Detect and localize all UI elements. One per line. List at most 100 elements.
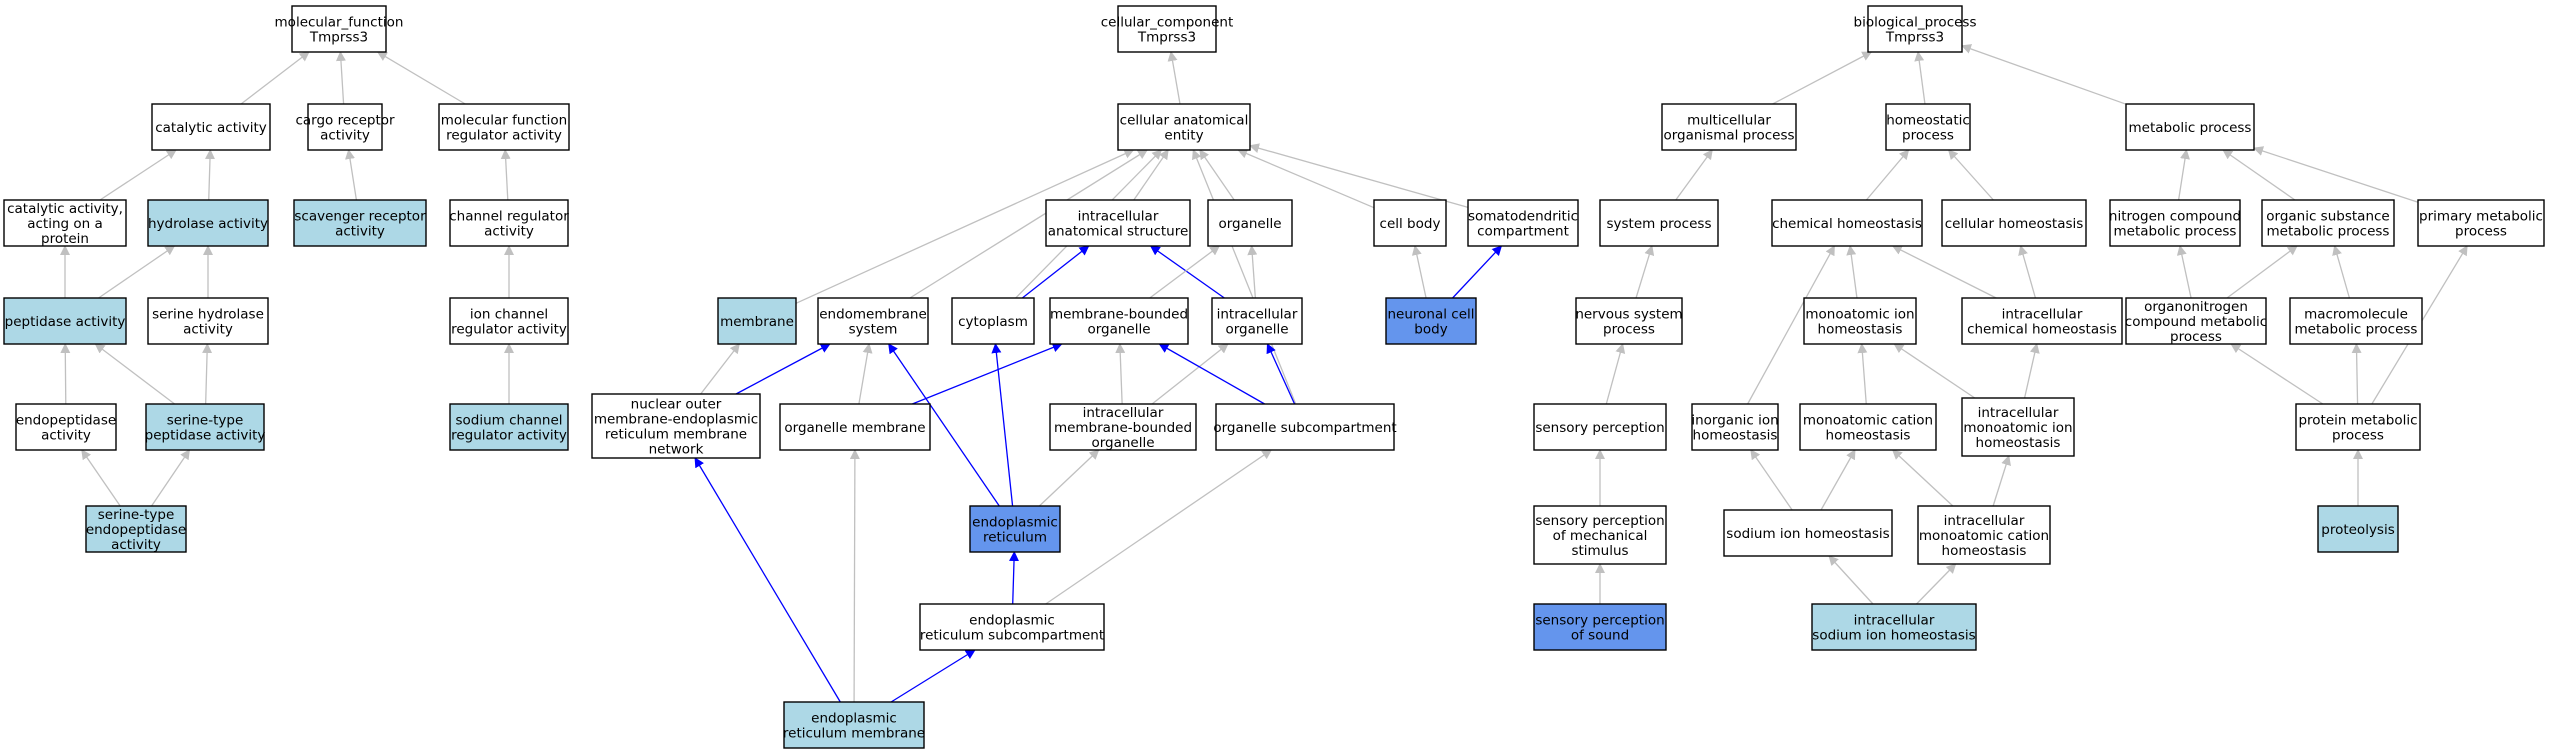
node-metab[interactable]: metabolic process xyxy=(2125,103,2255,151)
node-proteolysis[interactable]: proteolysis xyxy=(2317,505,2399,553)
node-label-line: biological_process xyxy=(1854,15,1977,31)
node-hydrolase[interactable]: hydrolase activity xyxy=(147,199,269,247)
edge-hydrolase-to-catalytic xyxy=(205,149,215,201)
node-label-line: nuclear outer xyxy=(631,397,722,413)
edge-er-to-cytoplasm xyxy=(991,343,1014,507)
node-sysproc[interactable]: system process xyxy=(1599,199,1719,247)
edge-line xyxy=(2230,343,2324,405)
node-label-line: reticulum membrane xyxy=(783,726,925,742)
node-box xyxy=(2317,505,2399,553)
node-membrane[interactable]: membrane xyxy=(717,297,797,345)
edge-inorg-to-chemhom xyxy=(1747,245,1835,405)
node-catalytic[interactable]: catalytic activity xyxy=(151,103,271,151)
node-organelle[interactable]: organelle xyxy=(1207,199,1293,247)
edge-icchem-to-chemhom xyxy=(1891,245,1997,299)
edge-organon-to-orgsubst xyxy=(2226,245,2298,299)
node-nuclear[interactable]: nuclear outermembrane-endoplasmicreticul… xyxy=(591,393,761,459)
node-cytoplasm[interactable]: cytoplasm xyxy=(951,297,1035,345)
node-label-line: membrane-bounded xyxy=(1050,307,1188,323)
edge-line xyxy=(98,245,176,299)
edge-line xyxy=(912,342,1063,405)
node-box xyxy=(1691,403,1779,451)
node-box xyxy=(717,297,797,345)
node-label-line: membrane xyxy=(720,314,794,330)
edge-orgsub-to-cae xyxy=(1192,149,1297,405)
edge-line xyxy=(1452,245,1503,299)
edge-chanreg-to-mfreg xyxy=(500,149,511,201)
edge-line xyxy=(858,343,873,405)
edge-ersub-to-orgsub xyxy=(1045,449,1273,605)
edge-line xyxy=(151,449,191,507)
node-sodhom[interactable]: sodium ion homeostasis xyxy=(1723,509,1893,557)
node-label-line: homeostatic xyxy=(1886,113,1970,129)
edge-catalytic-to-mf xyxy=(240,51,310,105)
node-label-line: protein metabolic xyxy=(2298,413,2417,429)
node-box xyxy=(1771,199,1923,247)
node-chemhom[interactable]: chemical homeostasis xyxy=(1771,199,1923,247)
edge-intraorg-to-organelle xyxy=(1247,245,1258,299)
node-label-line: system process xyxy=(1607,216,1712,232)
node-cellbody[interactable]: cell body xyxy=(1373,199,1447,247)
node-box xyxy=(783,701,925,749)
edge-orgmem-to-mbo xyxy=(912,342,1063,405)
node-label-line: entity xyxy=(1164,128,1203,144)
edge-er-to-imbo xyxy=(1038,449,1100,507)
edge-line xyxy=(700,343,740,395)
node-box xyxy=(291,5,387,53)
node-box xyxy=(2109,199,2241,247)
node-label-line: process xyxy=(2455,224,2507,240)
edge-line xyxy=(60,343,71,405)
edge-nuclear-to-membrane xyxy=(700,343,740,395)
node-cellhom[interactable]: cellular homeostasis xyxy=(1941,199,2087,247)
node-orgsub[interactable]: organelle subcompartment xyxy=(1213,403,1397,451)
node-orgmem[interactable]: organelle membrane xyxy=(779,403,931,451)
node-label-line: organelle subcompartment xyxy=(1213,420,1396,436)
node-sensperc[interactable]: sensory perception xyxy=(1533,403,1667,451)
node-peptidase[interactable]: peptidase activity xyxy=(3,297,127,345)
node-label-line: homeostasis xyxy=(1826,428,1911,444)
